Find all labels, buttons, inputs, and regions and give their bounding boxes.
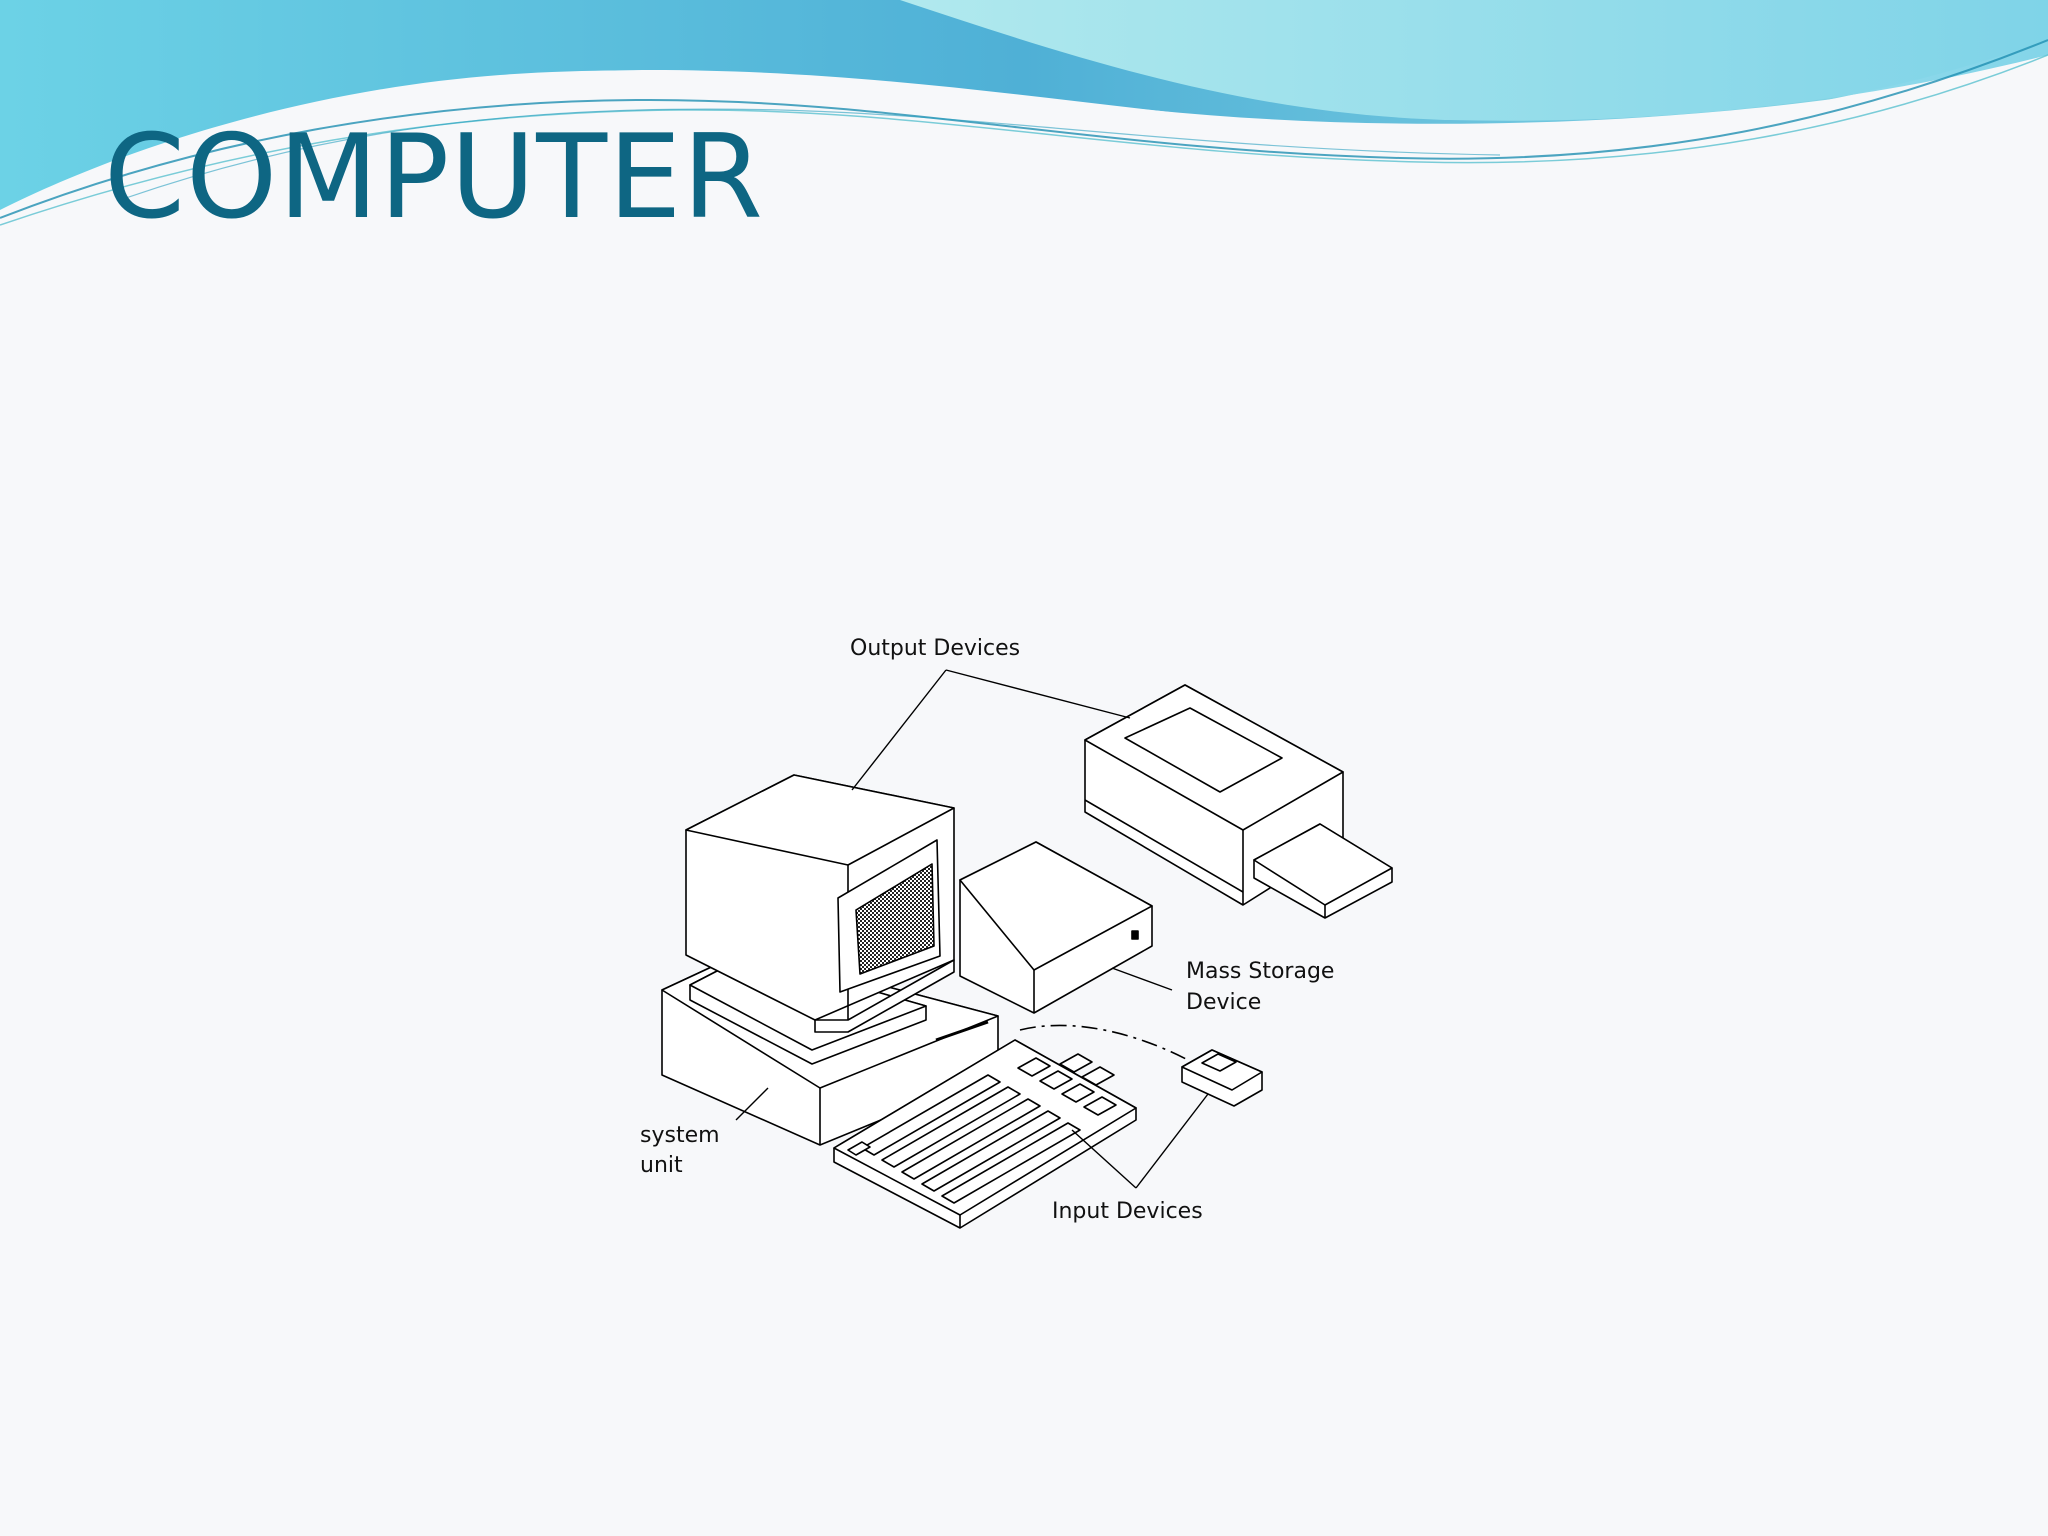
monitor: [685, 774, 955, 1033]
leader-output-printer: [945, 669, 1131, 719]
label-system-unit-1: system: [640, 1123, 720, 1148]
leader-output-monitor: [851, 669, 947, 791]
slide-title: COMPUTER: [104, 110, 764, 245]
leader-input-keyboard: [1071, 1129, 1137, 1189]
label-input-devices: Input Devices: [1052, 1199, 1203, 1224]
mouse-cable: [1019, 1024, 1189, 1061]
label-mass-storage-2: Device: [1186, 990, 1261, 1015]
label-mass-storage-1: Mass Storage: [1186, 959, 1334, 984]
mouse: [1181, 1049, 1263, 1107]
leader-system-unit: [735, 1087, 769, 1121]
leader-input-mouse: [1135, 1093, 1209, 1189]
keyboard: [833, 1039, 1137, 1229]
monitor-screen: [855, 863, 935, 975]
wave-banner: [0, 0, 2048, 240]
computer-system-diagram: Output Devices Mass Storage Device syste…: [640, 636, 1393, 1229]
mass-storage-device: [959, 841, 1153, 1014]
label-system-unit-2: unit: [640, 1153, 683, 1178]
leader-mass-storage: [1111, 967, 1173, 991]
label-output-devices: Output Devices: [850, 636, 1020, 661]
printer: [1084, 684, 1393, 919]
